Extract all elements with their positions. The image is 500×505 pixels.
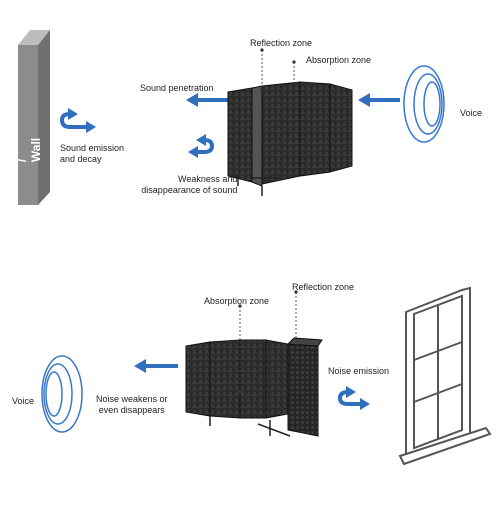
sound-penetration-label: Sound penetration (140, 83, 214, 93)
sound-penetration-arrow (186, 93, 232, 107)
voice-arrow-top (358, 93, 400, 107)
sound-emission-label: Sound emission and decay (60, 143, 124, 165)
noise-weakens-line-2: even disappears (98, 405, 165, 415)
noise-weakens-line-1: Noise weakens or (96, 394, 168, 404)
weakness-line-1: Weakness and (178, 174, 238, 184)
voice-waves-top (403, 65, 445, 143)
noise-emission-label: Noise emission (328, 366, 390, 376)
sound-emission-arrow (59, 108, 96, 133)
top-acoustic-screen (227, 81, 353, 196)
wall (18, 30, 50, 205)
window (398, 286, 492, 466)
reflection-zone-bottom-label: Reflection zone (292, 282, 355, 292)
absorption-zone-bottom-label: Absorption zone (204, 296, 270, 306)
sound-emission-line-2: and decay (60, 154, 102, 164)
wall-label: / Wall (15, 137, 43, 163)
voice-bottom-label: Voice (12, 396, 35, 406)
sound-emission-line-1: Sound emission (60, 143, 125, 153)
noise-emission-arrow (337, 386, 370, 410)
voice-top-label: Voice (460, 108, 483, 118)
weakness-line-2: disappearance of sound (141, 185, 238, 195)
reflection-zone-top-label: Reflection zone (250, 38, 313, 48)
noise-weakens-label: Noise weakens or even disappears (96, 394, 168, 416)
weakness-arrow (188, 134, 215, 158)
voice-waves-bottom (41, 355, 83, 433)
bottom-acoustic-screen (185, 337, 323, 437)
noise-weakens-arrow (134, 359, 178, 373)
weakness-label: Weakness and disappearance of sound (120, 174, 237, 196)
absorption-zone-top-label: Absorption zone (306, 55, 372, 65)
